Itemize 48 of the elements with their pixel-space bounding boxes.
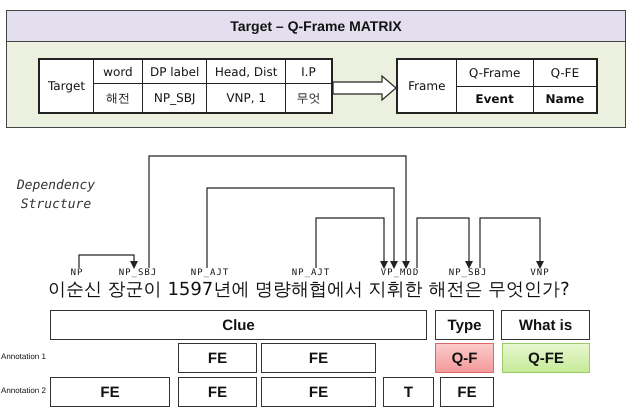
annotation-box: FE <box>440 377 494 407</box>
dependency-label: NP_AJT <box>292 268 330 278</box>
dependency-arrow <box>148 155 410 269</box>
table-cell: DP label <box>142 60 207 84</box>
sentence-text: 이순신 장군이 1597년에 명량해협에서 지휘한 해전은 무엇인가? <box>48 279 570 301</box>
annotation-box: Q-FE <box>502 343 590 373</box>
panel-title: Target – Q-Frame MATRIX <box>7 11 625 42</box>
dependency-arrow <box>78 254 138 269</box>
dependency-arrow <box>315 217 388 269</box>
matrix-panel <box>6 10 626 128</box>
annotation-box: FE <box>261 343 376 373</box>
annotation-box: T <box>383 377 434 407</box>
table-cell: Frame <box>398 60 456 112</box>
row-label: Annotation 1 <box>1 352 46 361</box>
dependency-label: NP_SBJ <box>118 268 158 278</box>
annotation-box: FE <box>178 343 257 373</box>
table-cell: word <box>94 60 142 84</box>
table-cell: I.P <box>285 60 332 84</box>
annotation-box: Q-F <box>435 343 494 373</box>
annotation-box: FE <box>261 377 376 407</box>
dependency-label: VP_MOD <box>380 268 420 278</box>
dependency-label: NP <box>70 268 84 278</box>
dependency-label: NP_SBJ <box>448 268 488 278</box>
block-arrow <box>332 74 397 102</box>
annotation-box: FE <box>178 377 257 407</box>
table-cell: Head, Dist <box>206 60 286 84</box>
dependency-arrow <box>416 217 473 269</box>
data-table <box>396 58 598 114</box>
table-cell: 무엇 <box>285 84 332 112</box>
dependency-arrow <box>479 217 544 269</box>
section-label: Dependency Structure <box>16 177 96 214</box>
table-cell: 해전 <box>94 84 142 112</box>
annotation-box: What is <box>501 310 590 340</box>
annotation-box: Clue <box>50 310 427 340</box>
dependency-label: VNP <box>530 268 550 278</box>
table-cell: Q-FE <box>533 60 596 86</box>
table-cell: Name <box>533 86 596 112</box>
table-cell: VNP, 1 <box>206 84 286 112</box>
table-cell: Q-Frame <box>456 60 534 86</box>
dependency-arrow <box>206 187 398 269</box>
dependency-label: NP_AJT <box>190 268 230 278</box>
table-cell: Event <box>456 86 534 112</box>
annotation-box: Type <box>435 310 494 340</box>
data-table <box>38 58 333 114</box>
table-cell: NP_SBJ <box>142 84 207 112</box>
table-cell: Target <box>40 60 94 112</box>
row-label: Annotation 2 <box>1 386 46 395</box>
annotation-box: FE <box>50 377 170 407</box>
